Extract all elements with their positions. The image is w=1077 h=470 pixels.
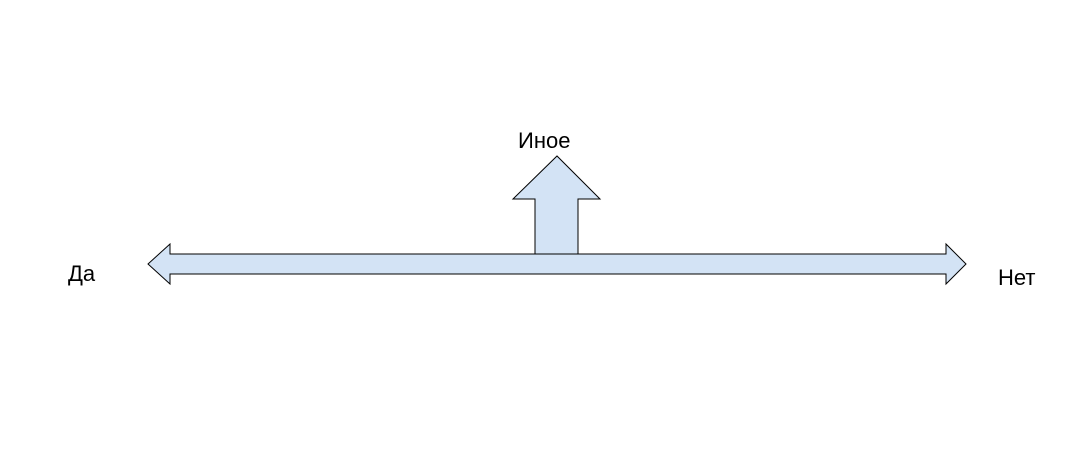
label-other: Иное bbox=[518, 128, 571, 153]
vertical-up-arrow bbox=[511, 155, 602, 255]
horizontal-double-arrow bbox=[147, 242, 967, 286]
label-no: Нет bbox=[998, 265, 1036, 290]
label-yes: Да bbox=[68, 261, 96, 286]
